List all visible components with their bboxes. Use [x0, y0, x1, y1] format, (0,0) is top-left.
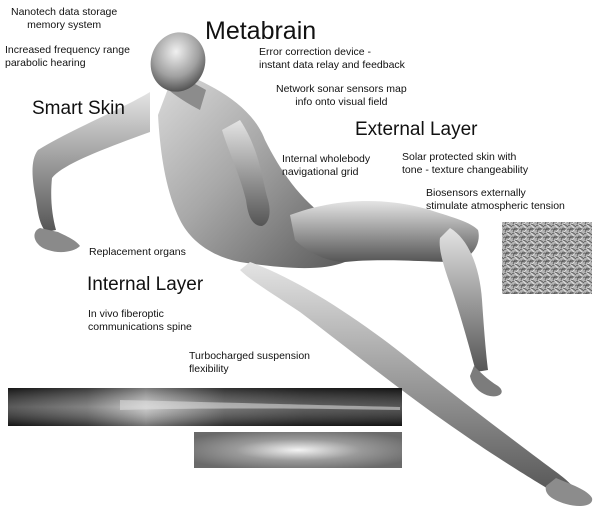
label-solar: Solar protected skin withtone - texture …	[402, 151, 528, 176]
label-frequency: Increased frequency rangeparabolic heari…	[5, 44, 130, 69]
heading-smart-skin: Smart Skin	[32, 98, 125, 121]
label-suspension: Turbocharged suspensionflexibility	[189, 350, 310, 375]
figure-upper-foot	[470, 366, 502, 396]
label-fiberoptic: In vivo fiberopticcommunications spine	[88, 308, 192, 333]
label-wholebody: Internal wholebodynavigational grid	[282, 153, 370, 178]
figure-upper-shin	[440, 228, 488, 372]
label-error-correction: Error correction device -instant data re…	[259, 46, 405, 71]
suspension-strip	[194, 432, 402, 468]
label-nanotech: Nanotech data storagememory system	[11, 6, 117, 31]
figure-left-hand	[34, 228, 80, 252]
skin-texture-patch	[502, 222, 592, 294]
label-biosensors: Biosensors externallystimulate atmospher…	[426, 187, 565, 212]
heading-external-layer: External Layer	[355, 119, 478, 142]
figure-lower-foot	[546, 478, 592, 506]
label-replacement-organs: Replacement organs	[89, 246, 186, 259]
label-sonar: Network sonar sensors mapinfo onto visua…	[276, 83, 407, 108]
heading-metabrain: Metabrain	[205, 16, 316, 46]
heading-internal-layer: Internal Layer	[87, 274, 203, 297]
